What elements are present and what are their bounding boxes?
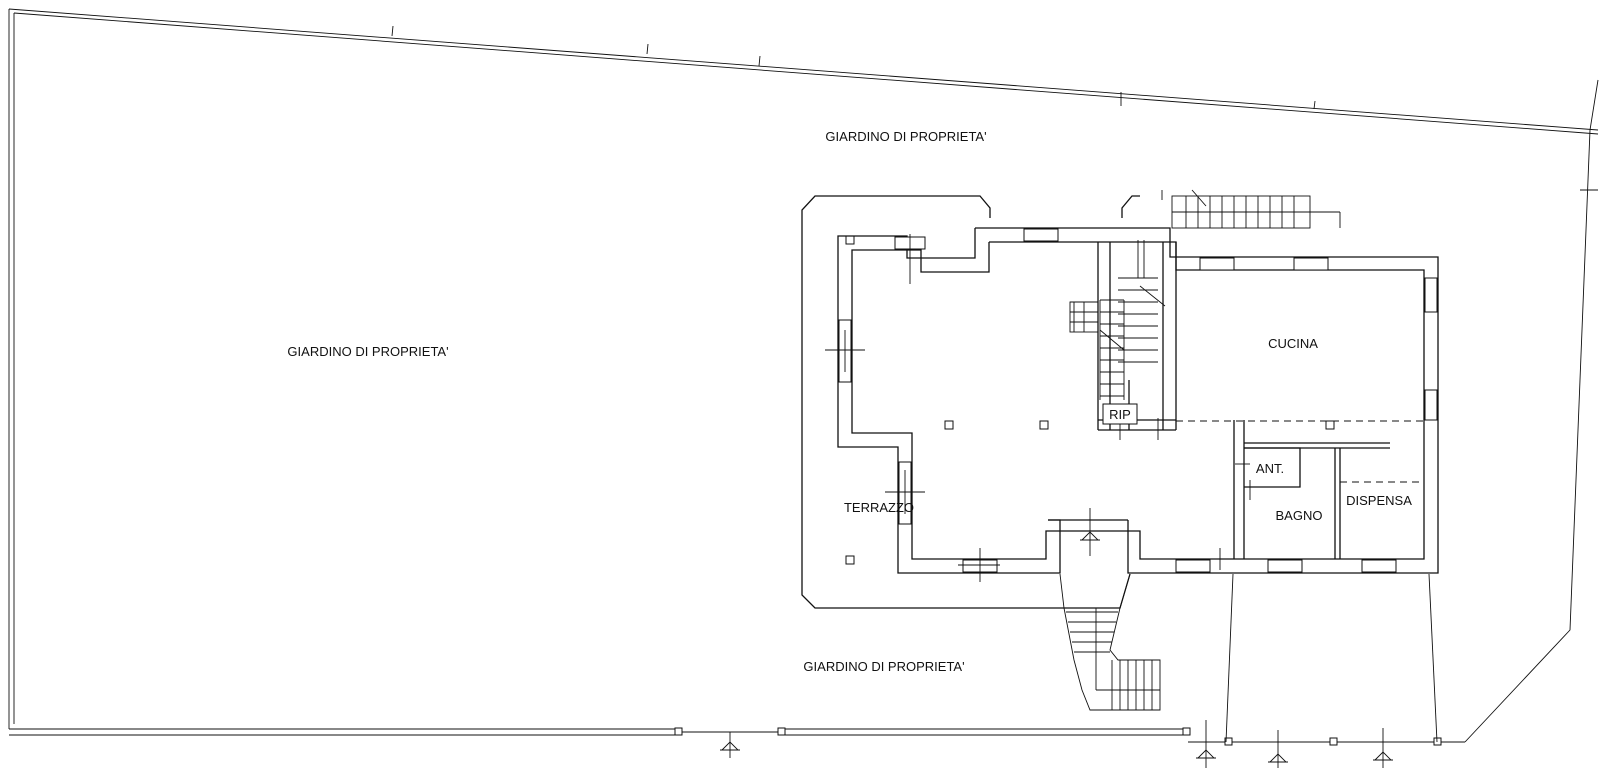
terrace [801,195,1140,609]
gate-marker [720,732,740,758]
terrace-label: TERRAZZO [844,500,914,515]
property-boundary [8,8,1599,768]
exterior-stairs-bottom [1059,573,1161,711]
garden-label-left: GIARDINO DI PROPRIETA' [287,344,448,359]
storage-closet-label: RIP [1109,407,1131,422]
house-walls [837,227,1439,574]
anteroom-label: ANT. [1256,461,1284,476]
kitchen-label: CUCINA [1268,336,1318,351]
windows [825,228,1438,582]
pantry-label: DISPENSA [1346,493,1412,508]
bathroom-label: BAGNO [1276,508,1323,523]
garden-label-bottom: GIARDINO DI PROPRIETA' [803,659,964,674]
exterior-stairs-top [1161,189,1341,229]
interior-stairs [1069,240,1166,400]
gate-marker [1268,730,1288,768]
gate-marker [1373,728,1393,768]
gate-marker [1196,720,1216,768]
garden-label-top: GIARDINO DI PROPRIETA' [825,129,986,144]
room-labels: GIARDINO DI PROPRIETA' GIARDINO DI PROPR… [287,129,1412,674]
